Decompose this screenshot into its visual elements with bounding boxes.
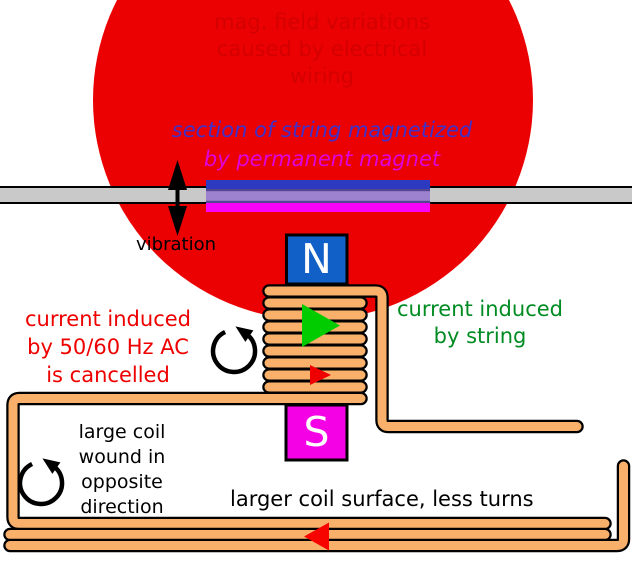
hum-rotation-arrow-icon: [210, 326, 258, 375]
large-coil-wire-outer: [6, 391, 612, 531]
magnetized-section-label-line1: section of string magnetized: [171, 118, 473, 142]
coil-wire-top-output: [262, 284, 584, 434]
large-coil-label: large coil wound in opposite direction: [78, 421, 166, 518]
mains-field-label: mag. field variations caused by electric…: [214, 10, 430, 88]
coil-surface-label: larger coil surface, less turns: [230, 487, 534, 511]
string-current-label: current induced by string: [396, 297, 563, 348]
magnet-south: [284, 403, 349, 462]
mains-field-circle: [93, 0, 533, 320]
hum-current-arrow-icon: [310, 365, 331, 385]
magnet-north-label: N: [301, 235, 332, 283]
magnet-north: [285, 233, 349, 286]
string-current-arrow-icon: [302, 304, 340, 347]
magnetized-section-overlay: [206, 180, 430, 212]
vibration-label: vibration: [136, 234, 216, 255]
vibration-arrow-icon: [168, 160, 187, 236]
magnet-south-label: S: [303, 408, 330, 456]
large-coil-wire-return: [3, 459, 631, 553]
magnetized-section-label-line2: by permanent magnet: [203, 147, 441, 171]
hum-cancelled-label: current induced by 50/60 Hz AC is cancel…: [24, 307, 191, 387]
large-coil-current-arrow-icon: [304, 522, 329, 551]
large-coil-rotation-arrow-icon: [17, 458, 65, 507]
